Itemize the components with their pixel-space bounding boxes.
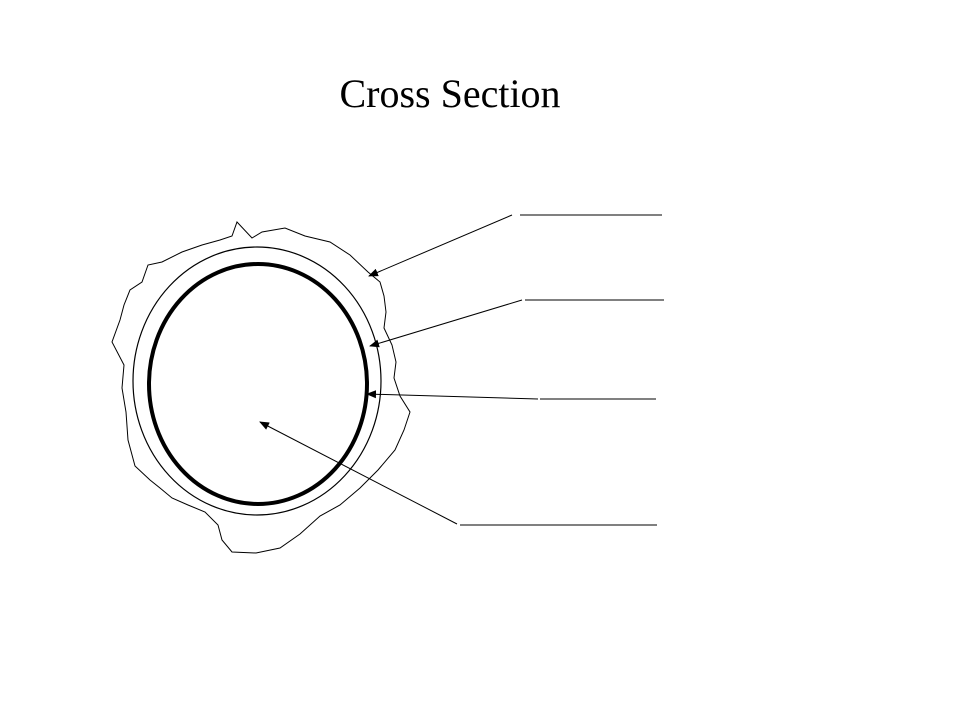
slide-title: Cross Section: [339, 71, 561, 116]
leader-line-4: [259, 421, 458, 525]
leader-line-2: [369, 299, 523, 348]
inner-thick-ring: [147, 262, 369, 506]
outer-thin-ring: [132, 246, 382, 516]
leader-line-1: [368, 214, 513, 277]
outer-irregular-layer: [111, 221, 411, 554]
leader-line-3: [366, 390, 539, 400]
